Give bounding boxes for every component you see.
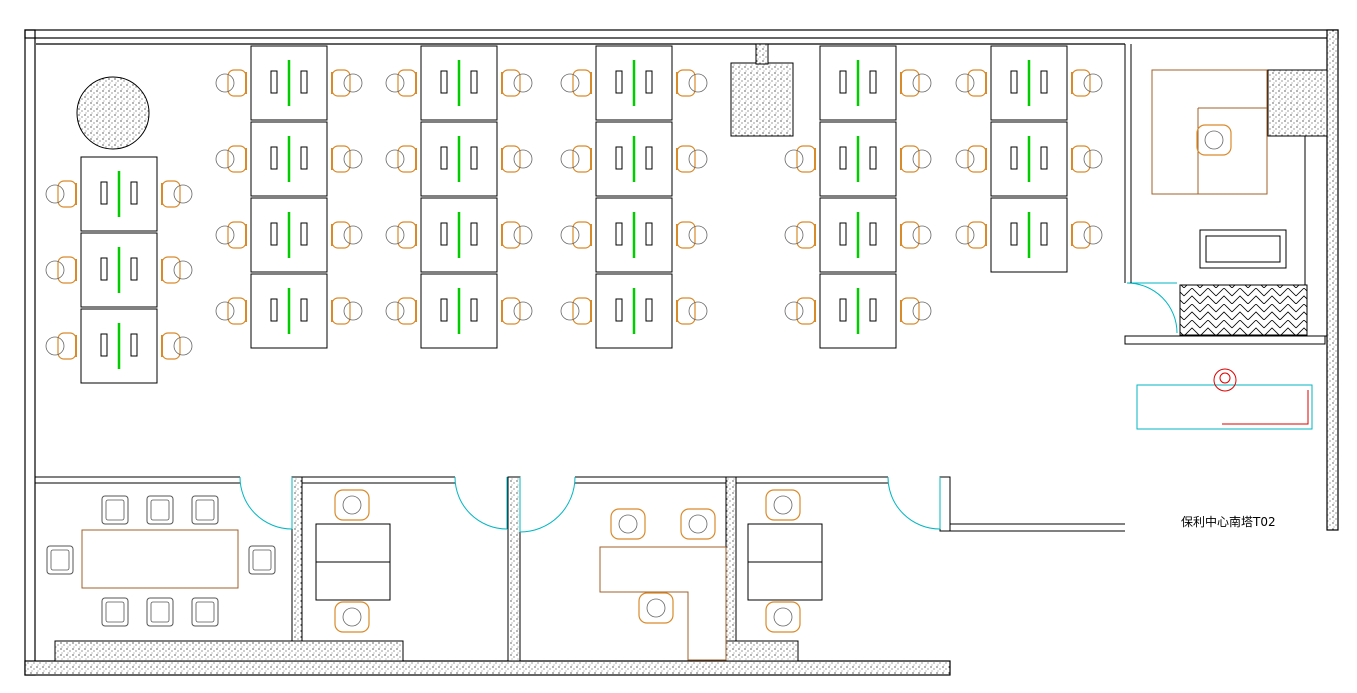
private-office-desks — [315, 523, 823, 661]
workstation-icon — [990, 45, 1068, 121]
office-chair-icon — [385, 69, 417, 97]
office-chair-icon — [501, 221, 533, 249]
office-chair-icon — [161, 180, 193, 208]
workstation-icon — [420, 121, 498, 197]
office-chair-icon — [955, 145, 987, 173]
office-chair-icon — [45, 180, 77, 208]
manager-office — [1124, 44, 1328, 345]
office-chair-icon — [1071, 69, 1103, 97]
workstation-icon — [819, 45, 897, 121]
outer-walls — [24, 29, 1339, 676]
meeting-chair-icon — [101, 495, 129, 525]
office-chair-icon — [215, 297, 247, 325]
meeting-chair-icon — [146, 597, 174, 627]
office-chair-icon — [610, 508, 646, 540]
office-chair-icon — [45, 256, 77, 284]
office-chair-icon — [638, 592, 674, 624]
door-swing-icon — [239, 282, 1178, 533]
workstation-icon — [595, 121, 673, 197]
office-chair-icon — [784, 297, 816, 325]
meeting-chair-icon — [191, 597, 219, 627]
office-chair-icon — [331, 69, 363, 97]
office-chair-icon — [900, 69, 932, 97]
meeting-chairs — [46, 495, 276, 627]
office-chair-icon — [765, 489, 801, 521]
building-label: 保利中心南塔T02 — [1181, 514, 1276, 529]
workstation-icon — [990, 197, 1068, 273]
office-chair-icon — [676, 145, 708, 173]
workstation-icon — [250, 197, 328, 273]
office-chair-icon — [45, 332, 77, 360]
workstation-icon — [80, 156, 158, 232]
office-chair-icon — [1071, 145, 1103, 173]
workstation-icon — [250, 273, 328, 349]
office-chair-icon — [676, 221, 708, 249]
workstation-icon — [80, 232, 158, 308]
office-chair-icon — [501, 297, 533, 325]
office-chair-icon — [1071, 221, 1103, 249]
workstation-icon — [420, 273, 498, 349]
office-chair-icon — [900, 221, 932, 249]
reception-desk-icon — [1136, 368, 1313, 430]
workstation-icon — [80, 308, 158, 384]
office-chair-icon — [784, 221, 816, 249]
meeting-table-icon — [81, 529, 239, 589]
workstation-icon — [819, 121, 897, 197]
office-chair-icon — [676, 297, 708, 325]
workstation-icon — [990, 121, 1068, 197]
office-chair-icon — [560, 145, 592, 173]
office-chair-icon — [560, 69, 592, 97]
office-chair-icon — [955, 221, 987, 249]
meeting-chair-icon — [146, 495, 174, 525]
office-chair-icon — [385, 221, 417, 249]
workstation-icon — [819, 273, 897, 349]
office-chair-icon — [900, 145, 932, 173]
office-chair-icon — [331, 145, 363, 173]
workstation-icon — [595, 45, 673, 121]
office-chair-icon — [900, 297, 932, 325]
office-chair-icon — [560, 221, 592, 249]
office-chair-icon — [676, 69, 708, 97]
workstation-icon — [420, 197, 498, 273]
workstation-icon — [819, 197, 897, 273]
office-chair-icon — [161, 332, 193, 360]
pillars — [76, 43, 794, 150]
workstation-clusters — [45, 45, 1103, 384]
office-chair-icon — [680, 508, 716, 540]
office-chair-icon — [385, 297, 417, 325]
office-chair-icon — [334, 489, 370, 521]
meeting-chair-icon — [101, 597, 129, 627]
workstation-icon — [250, 121, 328, 197]
office-chairs — [334, 124, 1232, 633]
office-chair-icon — [385, 145, 417, 173]
office-chair-icon — [501, 69, 533, 97]
meeting-chair-icon — [46, 545, 74, 575]
meeting-chair-icon — [248, 545, 276, 575]
office-chair-icon — [215, 69, 247, 97]
office-chair-icon — [215, 145, 247, 173]
office-chair-icon — [955, 69, 987, 97]
office-chair-icon — [215, 221, 247, 249]
bottom-rooms — [35, 476, 1125, 662]
office-chair-icon — [1196, 124, 1232, 156]
workstation-icon — [250, 45, 328, 121]
meeting-chair-icon — [191, 495, 219, 525]
office-chair-icon — [334, 601, 370, 633]
workstation-icon — [420, 45, 498, 121]
workstation-icon — [595, 197, 673, 273]
office-chair-icon — [784, 145, 816, 173]
office-chair-icon — [501, 145, 533, 173]
office-chair-icon — [161, 256, 193, 284]
workstation-icon — [595, 273, 673, 349]
office-chair-icon — [560, 297, 592, 325]
office-chair-icon — [331, 221, 363, 249]
office-chair-icon — [331, 297, 363, 325]
office-chair-icon — [765, 601, 801, 633]
